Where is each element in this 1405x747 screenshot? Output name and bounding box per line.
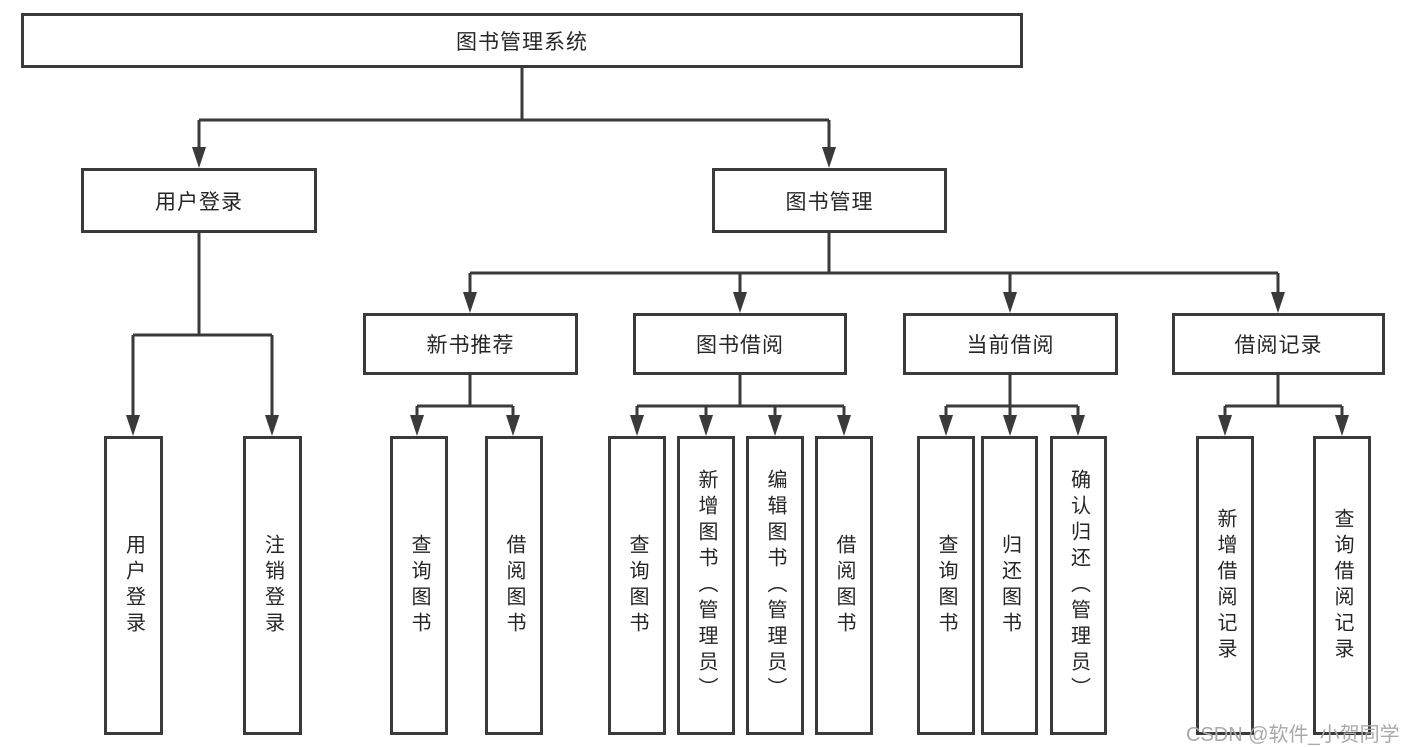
leaf-logout: 注销登录 (243, 436, 302, 735)
leaf-edit-book-admin: 编辑图书（管理员） (746, 436, 804, 735)
node-library-management-system: 图书管理系统 (21, 13, 1023, 68)
leaf-return-books: 归还图书 (981, 436, 1038, 735)
arrowheads (126, 147, 1349, 436)
leaf-query-books-current: 查询图书 (917, 436, 975, 735)
leaf-query-borrow-record: 查询借阅记录 (1313, 436, 1371, 735)
node-new-book-recommend: 新书推荐 (363, 313, 578, 375)
leaf-borrow-books: 借阅图书 (815, 436, 873, 735)
node-book-borrow: 图书借阅 (633, 313, 847, 375)
node-user-login: 用户登录 (81, 168, 317, 233)
leaf-add-borrow-record: 新增借阅记录 (1196, 436, 1254, 735)
leaf-borrow-books-recommend: 借阅图书 (485, 436, 543, 735)
node-book-management: 图书管理 (712, 168, 947, 233)
leaf-query-books-borrow: 查询图书 (608, 436, 666, 735)
node-borrow-records: 借阅记录 (1172, 313, 1385, 375)
leaf-user-login: 用户登录 (104, 436, 163, 735)
leaf-query-books-recommend: 查询图书 (390, 436, 448, 735)
leaf-add-book-admin: 新增图书（管理员） (677, 436, 735, 735)
node-current-borrow: 当前借阅 (903, 313, 1118, 375)
leaf-confirm-return-admin: 确认归还（管理员） (1050, 436, 1107, 735)
connector-lines (131, 68, 1344, 420)
